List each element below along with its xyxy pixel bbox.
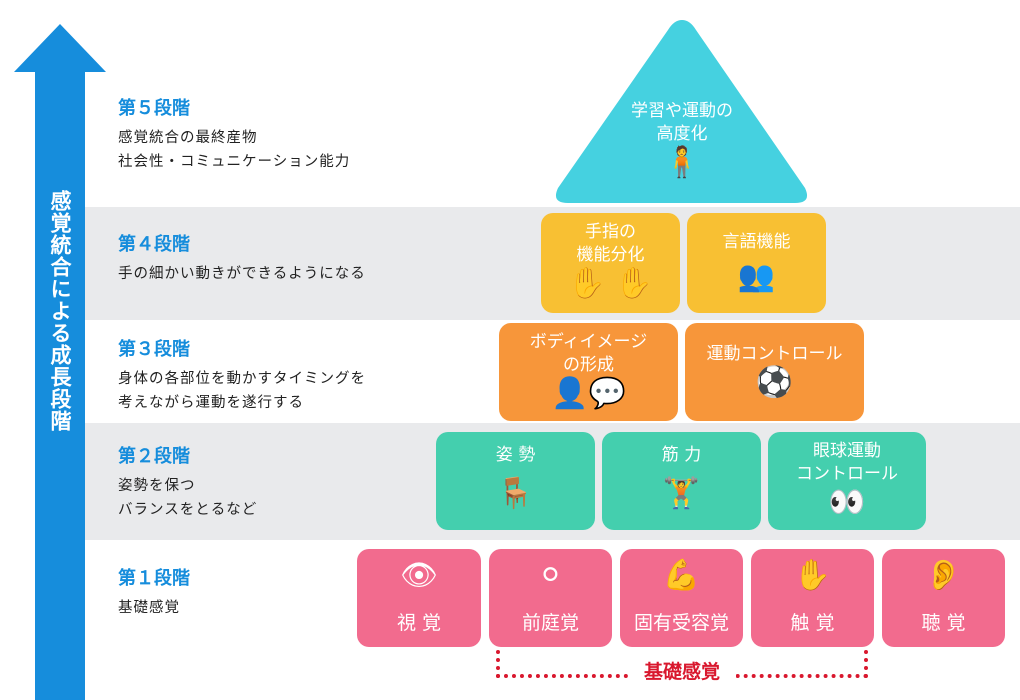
box-label: 言語機能 [722, 232, 791, 252]
child-ball-icon: ⚪ [537, 558, 564, 593]
axis-label: 感覚統合による成長段階 [48, 190, 72, 432]
stage-5: 第５段階感覚統合の最終産物 社会性・コミュニケーション能力 [118, 94, 350, 174]
hand-icon: ✋ [793, 558, 832, 593]
level1-box-hearing: 👂 聴 覚 [882, 549, 1005, 647]
stage-title: 第４段階 [118, 234, 190, 255]
box-label: 姿 勢 [495, 445, 536, 465]
level3-box-motor-control: 運動コントロール⚽ [685, 323, 864, 421]
person-reading-icon: 🧍 [663, 145, 701, 180]
basic-senses-label: 基礎感覚 [628, 657, 736, 684]
box-label: 手指の 機能分化 [576, 222, 645, 265]
stage-2: 第２段階姿勢を保つ バランスをとるなど [118, 442, 257, 522]
level1-box-proprioception: 💪 固有受容覚 [620, 549, 743, 647]
level1-box-touch: ✋ 触 覚 [751, 549, 874, 647]
level5-label: 学習や運動の 高度化 [631, 101, 733, 144]
eye-icon: 👁 [399, 558, 439, 593]
level5-label-box: 学習や運動の 高度化 🧍 [600, 100, 764, 180]
box-label: 筋 力 [661, 445, 702, 465]
stage-4: 第４段階手の細かい動きができるようになる [118, 230, 366, 286]
stage-title: 第１段階 [118, 568, 190, 589]
stage-title: 第５段階 [118, 98, 190, 119]
eyes-icon: 👀 [828, 485, 866, 520]
stage-1: 第１段階基礎感覚 [118, 564, 190, 620]
stage-desc: 手の細かい動きができるようになる [118, 266, 366, 282]
balance-ball-icon: ⚽ [755, 365, 794, 400]
stage-desc: 身体の各部位を動かすタイミングを 考えながら運動を遂行する [118, 371, 366, 411]
stage-title: 第２段階 [118, 446, 190, 467]
stage-desc: 姿勢を保つ バランスをとるなど [118, 478, 258, 518]
growth-arrow [35, 70, 85, 700]
level3-box-body-image: ボディイメージ の形成👤💬 [499, 323, 678, 421]
person-speech-icon: 👤💬 [551, 376, 626, 411]
level4-box-language: 言語機能 👥 [687, 213, 826, 313]
stage-3: 第３段階身体の各部位を動かすタイミングを 考えながら運動を遂行する [118, 335, 366, 415]
box-label: 触 覚 [790, 612, 835, 634]
level1-box-vestibular: ⚪ 前庭覚 [489, 549, 612, 647]
stage-desc: 感覚統合の最終産物 社会性・コミュニケーション能力 [118, 130, 351, 170]
box-label: ボディイメージ の形成 [529, 332, 648, 375]
box-label: 聴 覚 [921, 612, 966, 634]
box-label: 運動コントロール [706, 344, 843, 364]
level4-box-finger: 手指の 機能分化✋ ✋ [541, 213, 680, 313]
stage-desc: 基礎感覚 [118, 600, 180, 616]
muscle-arm-icon: 💪 [662, 558, 701, 593]
dumbbell-icon: 🏋 [662, 476, 701, 511]
hands-icon: ✋ ✋ [568, 266, 653, 301]
arrow-up-icon [14, 24, 106, 72]
level1-box-vision: 👁 視 覚 [357, 549, 481, 647]
level2-box-eye-movement: 眼球運動 コントロール👀 [768, 432, 926, 530]
box-label: 前庭覚 [521, 612, 579, 634]
people-talking-icon: 👥 [737, 259, 776, 294]
stage-title: 第３段階 [118, 339, 190, 360]
box-label: 眼球運動 コントロール [796, 441, 898, 484]
level5-triangle [555, 20, 808, 203]
sitting-person-icon: 🪑 [496, 476, 535, 511]
box-label: 固有受容覚 [633, 612, 729, 634]
level2-box-posture: 姿 勢 🪑 [436, 432, 595, 530]
box-label: 視 覚 [396, 612, 442, 634]
ear-icon: 👂 [924, 558, 963, 593]
level2-box-strength: 筋 力 🏋 [602, 432, 761, 530]
